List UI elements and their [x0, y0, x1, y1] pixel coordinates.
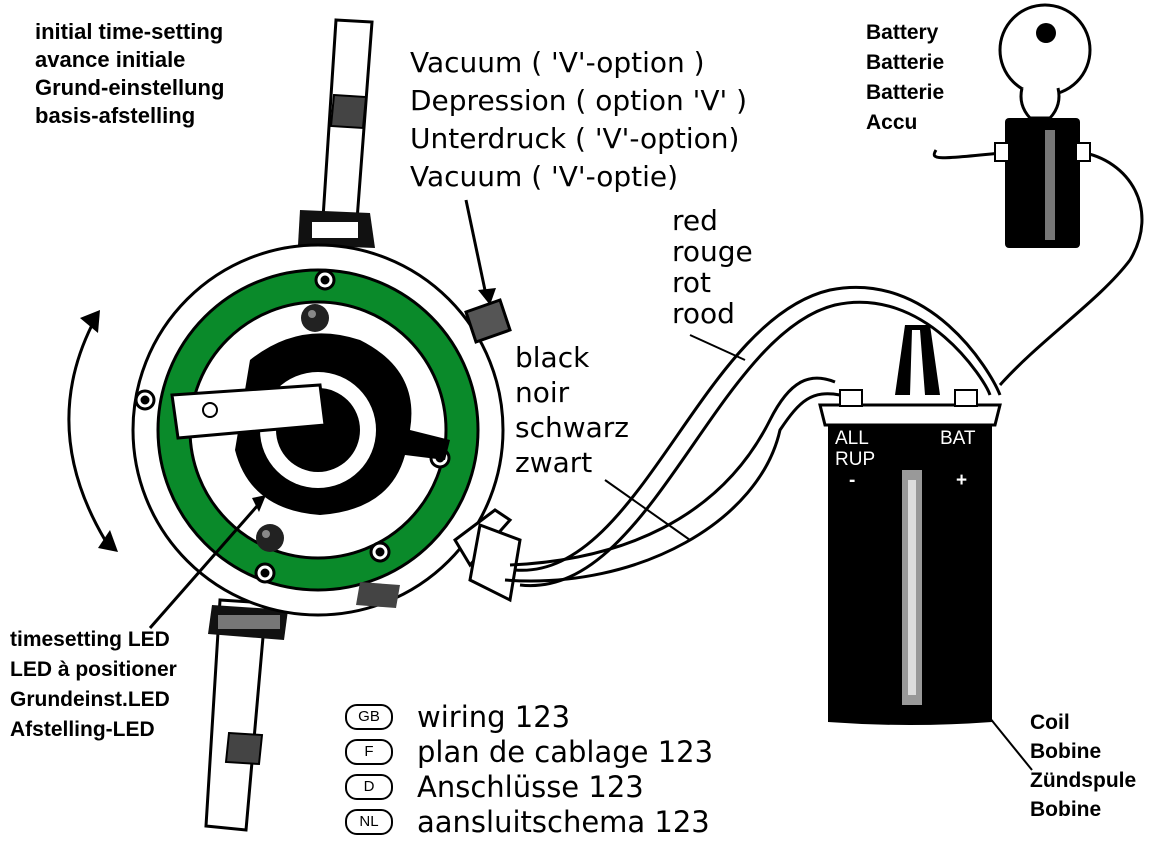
initial-timing-line: basis-afstelling: [35, 103, 196, 128]
initial-timing-label: initial time-setting avance initiale Gru…: [35, 18, 224, 130]
vacuum-line: Vacuum ( 'V'-optie): [410, 160, 679, 193]
rotor-arm: [170, 383, 327, 440]
black-wire-line: schwarz: [515, 411, 629, 444]
battery-line: Accu: [866, 111, 918, 134]
red-wire-label: red rouge rot rood: [672, 205, 753, 329]
rotation-arrow: [67, 310, 118, 552]
legend-row-f: F plan de cablage 123: [345, 735, 713, 769]
battery: [932, 3, 1092, 248]
language-badge: GB: [345, 704, 393, 730]
battery-line: Batterie: [866, 51, 945, 74]
red-wire-line: red: [672, 204, 718, 237]
timing-led-label: timesetting LED LED à positioner Grundei…: [10, 625, 177, 745]
coil-terminal-minus: -: [849, 470, 856, 491]
initial-timing-line: avance initiale: [35, 47, 186, 72]
timing-led-line: timesetting LED: [10, 628, 170, 651]
timing-led-line: Grundeinst.LED: [10, 688, 170, 711]
language-badge: F: [345, 739, 393, 765]
coil-terminal-bat: BAT: [940, 428, 976, 449]
black-wire-line: black: [515, 341, 590, 374]
red-wire-line: rot: [672, 266, 712, 299]
red-wire-line: rood: [672, 297, 735, 330]
legend-text: wiring 123: [417, 700, 571, 734]
red-wire: [514, 150, 1144, 587]
legend-row-d: D Anschlüsse 123: [345, 770, 644, 804]
battery-label: Battery Batterie Batterie Accu: [866, 18, 944, 138]
vacuum-line: Depression ( option 'V' ): [410, 84, 748, 117]
vacuum-line: Unterdruck ( 'V'-option): [410, 122, 740, 155]
coil-line: Zündspule: [1030, 769, 1137, 792]
coil-line: Bobine: [1030, 798, 1102, 821]
screws: [256, 304, 329, 552]
legend-row-gb: GB wiring 123: [345, 700, 570, 734]
lower-mounting-rod: [204, 598, 268, 832]
language-badge: NL: [345, 809, 393, 835]
battery-line: Battery: [866, 21, 939, 44]
coil-terminal-right: BAT +: [940, 428, 976, 491]
vacuum-line: Vacuum ( 'V'-option ): [410, 46, 705, 79]
coil-terminal-plus: +: [956, 470, 968, 491]
red-wire-line: rouge: [672, 235, 753, 268]
black-wire: [504, 376, 841, 583]
language-badge: D: [345, 774, 393, 800]
coil-line: Bobine: [1030, 740, 1102, 763]
led-pointer: [148, 504, 260, 629]
initial-timing-line: Grund-einstellung: [35, 75, 225, 100]
timing-led-line: LED à positioner: [10, 658, 177, 681]
initial-timing-line: initial time-setting: [35, 19, 224, 44]
black-wire-label: black noir schwarz zwart: [515, 340, 629, 480]
timing-led-line: Afstelling-LED: [10, 718, 155, 741]
battery-line: Batterie: [866, 81, 945, 104]
coil-label: Coil Bobine Zündspule Bobine: [1030, 708, 1136, 824]
legend-text: plan de cablage 123: [417, 735, 714, 769]
coil-terminal-rup: RUP: [835, 449, 876, 470]
upper-mounting-rod: [321, 18, 374, 222]
legend-text: aansluitschema 123: [417, 805, 710, 839]
vacuum-label: Vacuum ( 'V'-option ) Depression ( optio…: [410, 44, 747, 196]
coil-line: Coil: [1030, 711, 1070, 734]
black-wire-line: noir: [515, 376, 570, 409]
legend-text: Anschlüsse 123: [417, 770, 644, 804]
ignition-coil: [818, 325, 1002, 725]
vacuum-nipple: [464, 199, 512, 344]
legend-row-nl: NL aansluitschema 123: [345, 805, 710, 839]
coil-terminal-all: ALL: [835, 428, 869, 449]
black-wire-line: zwart: [515, 446, 593, 479]
coil-terminal-left: ALL RUP -: [835, 428, 875, 491]
